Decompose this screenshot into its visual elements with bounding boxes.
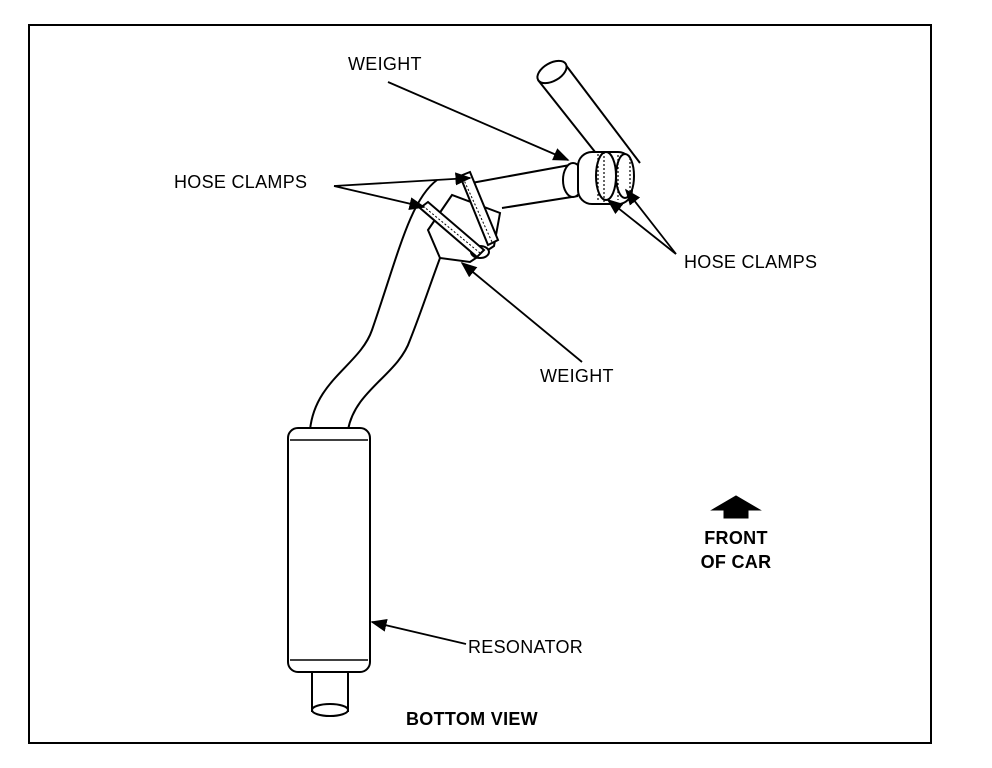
label-hose-clamps-left: HOSE CLAMPS xyxy=(174,172,308,192)
up-arrow-icon xyxy=(710,495,762,519)
upper-pipe xyxy=(536,59,641,164)
diagram-frame xyxy=(28,24,932,744)
right-clamp-assembly xyxy=(577,151,635,205)
leader-weight-bottom xyxy=(460,261,583,363)
label-front: FRONT xyxy=(704,528,768,548)
leader-hose-clamps-left-a xyxy=(333,172,472,187)
leader-hose-clamps-right-b xyxy=(606,198,677,255)
leader-hose-clamps-left-b xyxy=(333,185,426,210)
resonator-body xyxy=(287,427,371,717)
label-resonator: RESONATOR xyxy=(468,637,584,657)
leader-resonator xyxy=(370,619,467,645)
label-of-car: OF CAR xyxy=(700,552,772,572)
leader-hose-clamps-right-a xyxy=(625,188,677,255)
label-weight-top: WEIGHT xyxy=(348,54,422,74)
label-weight-bottom: WEIGHT xyxy=(540,366,614,386)
leader-weight-top xyxy=(387,81,570,161)
label-bottom-view: BOTTOM VIEW xyxy=(406,709,538,729)
label-hose-clamps-right: HOSE CLAMPS xyxy=(684,252,818,272)
middle-pipe xyxy=(465,162,584,209)
